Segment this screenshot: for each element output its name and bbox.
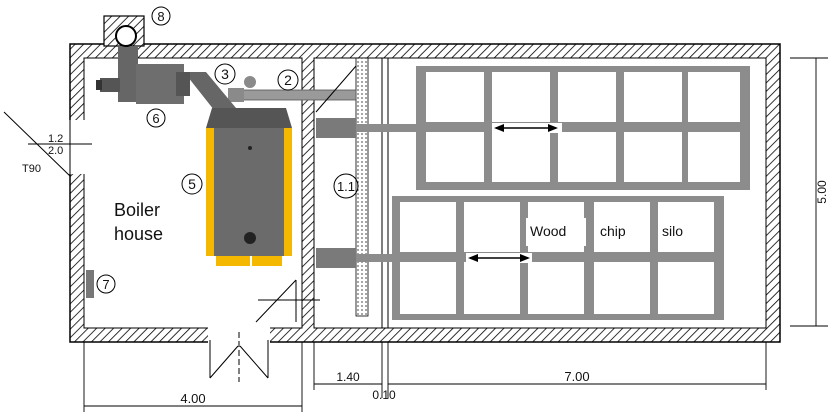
feed-auger	[228, 76, 357, 102]
callout-1-1: 1.1	[337, 179, 355, 194]
chimney-icon	[115, 25, 137, 47]
callout-7: 7	[102, 277, 109, 292]
flue-gas-unit	[96, 25, 190, 104]
silo-label-word2: chip	[600, 223, 626, 239]
room-label-boiler: Boiler house	[114, 200, 163, 244]
callout-6: 6	[152, 111, 159, 126]
callout-5: 5	[188, 176, 196, 192]
callout-3: 3	[221, 66, 229, 82]
silo-floor-upper	[416, 66, 750, 190]
callout-8: 8	[157, 9, 164, 24]
door-bottom	[209, 332, 269, 382]
door-gap-upper	[315, 65, 357, 113]
dim-gap: 1.40	[336, 370, 360, 384]
dim-wall: 0.10	[372, 388, 396, 402]
callouts	[96, 6, 359, 294]
door-left	[3, 111, 92, 177]
silo-label-word3: silo	[662, 223, 683, 239]
dim-silo-width: 7.00	[564, 369, 589, 384]
silo-label-word1: Wood	[530, 223, 566, 239]
dim-left-2: 2.0	[48, 145, 63, 157]
burner-icon	[96, 78, 120, 92]
conveyor-lower	[316, 248, 532, 268]
double-arrow-icon	[494, 124, 558, 132]
dim-boiler-width: 4.00	[180, 391, 205, 406]
callout-2: 2	[284, 72, 292, 88]
boiler	[184, 72, 292, 266]
dim-height: 5.00	[815, 180, 828, 204]
boiler-label-line1: Boiler	[114, 200, 160, 220]
room-label-silo: Wood chip silo	[526, 218, 683, 246]
dimension-lines	[83, 57, 828, 412]
conveyor-upper	[316, 118, 562, 138]
double-arrow-icon	[468, 254, 530, 262]
door-gap	[255, 279, 320, 323]
door-tag: T90	[22, 163, 41, 175]
dim-left-1: 1.2	[48, 133, 63, 145]
boiler-label-line2: house	[114, 224, 163, 244]
control-unit	[86, 270, 94, 298]
